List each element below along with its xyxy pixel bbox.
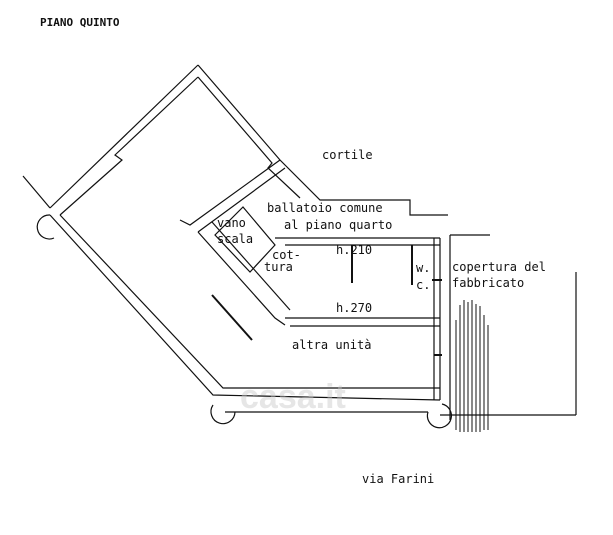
watermark: casa.it xyxy=(240,378,346,416)
roof-hatching xyxy=(455,300,489,432)
label-via-farini: via Farini xyxy=(362,472,435,486)
corner-column-right xyxy=(426,403,452,429)
label-cortile: cortile xyxy=(322,148,373,162)
courtyard-wall xyxy=(179,159,281,226)
outer-wall xyxy=(197,64,448,216)
left-upper-wall xyxy=(49,64,199,209)
label-h210: h.210 xyxy=(336,243,373,257)
label-altra-unita: altra unità xyxy=(292,338,372,352)
label-ballatoio-1: ballatoio comune xyxy=(267,201,383,215)
label-scala: scala xyxy=(217,232,254,246)
courtyard-wall-inner xyxy=(197,167,286,233)
label-wc-c: c. xyxy=(416,278,431,292)
left-lower-wall xyxy=(49,214,441,401)
left-lower-wall-inner xyxy=(59,214,440,389)
left-upper-wall-inner xyxy=(59,76,199,216)
stair-wall xyxy=(197,231,286,326)
axis-line xyxy=(22,175,51,209)
stair-rail xyxy=(211,294,253,341)
label-ballatoio-2: al piano quarto xyxy=(284,218,393,232)
stair-wall-2 xyxy=(211,221,291,311)
label-tura: tura xyxy=(264,260,293,274)
corner-column-left xyxy=(36,214,55,240)
label-h270: h.270 xyxy=(336,301,373,315)
label-cot: cot- xyxy=(272,248,301,262)
label-copertura-2: fabbricato xyxy=(452,276,525,290)
label-copertura-1: copertura del xyxy=(452,260,546,274)
plan-title: PIANO QUINTO xyxy=(40,16,120,29)
label-wc-w: w. xyxy=(416,261,431,275)
label-vano: vano xyxy=(217,216,246,230)
stair-box xyxy=(214,206,276,273)
corner-column-bottom xyxy=(210,404,236,425)
outer-wall-inner xyxy=(197,76,301,199)
